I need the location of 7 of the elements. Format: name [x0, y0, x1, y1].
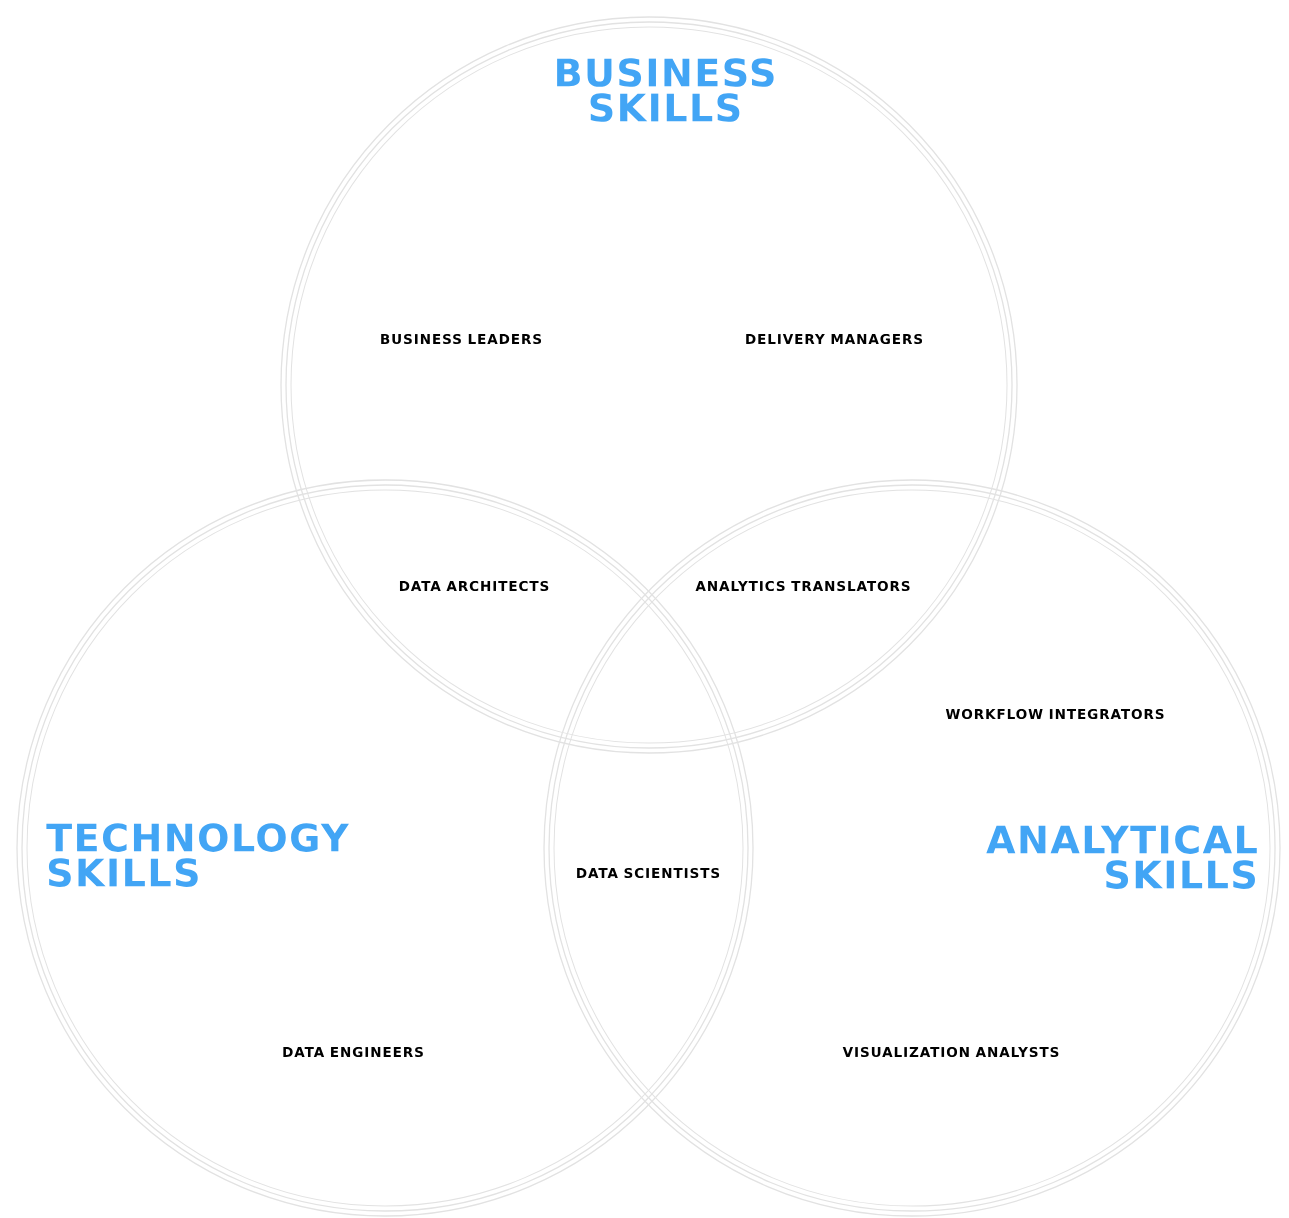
- role-label: DATA ENGINEERS: [283, 1046, 423, 1058]
- role-label: DATA SCIENTISTS: [577, 867, 720, 879]
- role-label: VISUALIZATION ANALYSTS: [842, 1046, 1059, 1058]
- role-label: BUSINESS LEADERS: [381, 333, 542, 345]
- role-label: DELIVERY MANAGERS: [746, 333, 923, 345]
- role-label: WORKFLOW INTEGRATORS: [945, 708, 1164, 720]
- role-label: ANALYTICS TRANSLATORS: [695, 580, 910, 592]
